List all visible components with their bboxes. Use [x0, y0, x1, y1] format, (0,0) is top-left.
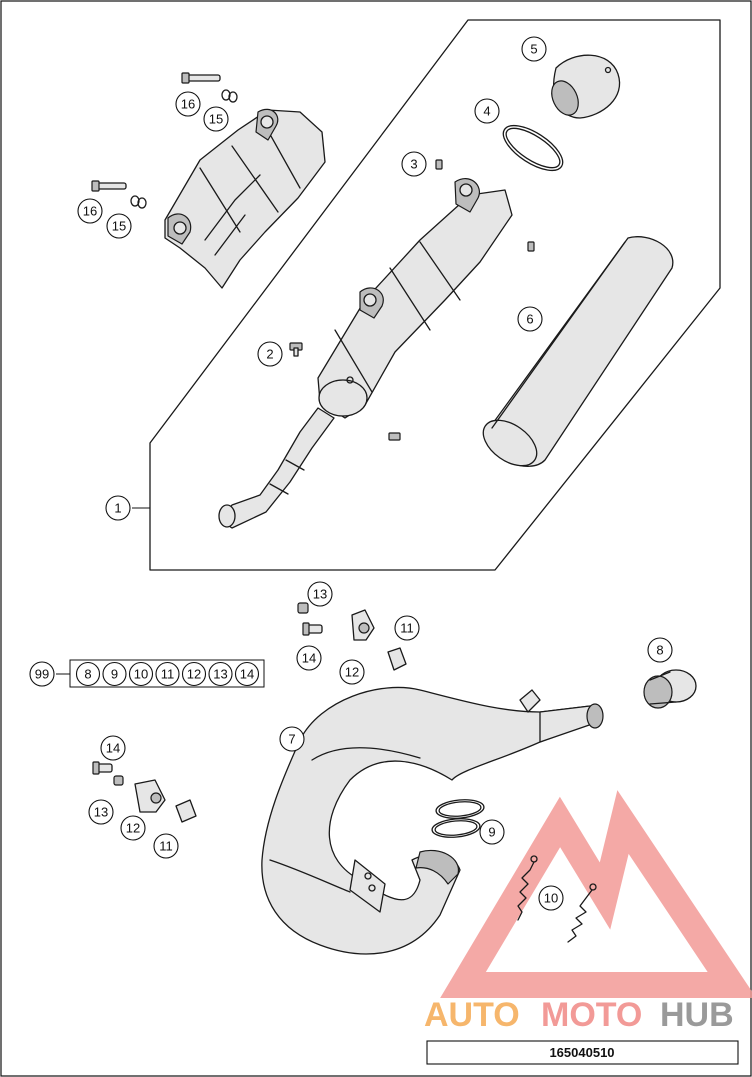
callout-number: 5 — [530, 42, 537, 57]
callout-c16a: 16 — [175, 91, 201, 117]
clip-nut-11-left — [175, 799, 197, 823]
callout-c1: 1 — [105, 495, 131, 521]
kit-99-part-number: 14 — [240, 667, 254, 682]
callout-c14b: 14 — [100, 735, 126, 761]
watermark-logo — [440, 790, 752, 998]
callout-number: 2 — [266, 347, 273, 362]
screw-2 — [289, 342, 303, 357]
callout-number: 1 — [114, 501, 121, 516]
kit-99-part-number: 9 — [111, 667, 118, 682]
callout-number: 8 — [656, 643, 663, 658]
callout-c13b: 13 — [88, 799, 114, 825]
watermark-auto: AUTO — [424, 996, 520, 1034]
watermark-hub: HUB — [660, 996, 734, 1034]
kit-99-part-callout: 13 — [208, 661, 233, 687]
diagram-code: 165040510 — [549, 1045, 614, 1060]
callout-number: 16 — [181, 97, 195, 112]
callout-c13a: 13 — [307, 581, 333, 607]
bolt-16-upper — [181, 72, 221, 84]
callout-number: 11 — [400, 621, 414, 636]
kit-99-part-number: 13 — [213, 667, 227, 682]
callout-number: 12 — [345, 665, 359, 680]
silencer-bracket-assembly-upper — [164, 108, 326, 289]
screw-2b — [388, 432, 401, 441]
callout-number: 15 — [209, 112, 223, 127]
bolt-13-left — [113, 775, 124, 786]
callout-c15b: 15 — [106, 213, 132, 239]
callout-number: 4 — [483, 104, 490, 119]
kit-99-part-callout: 8 — [75, 661, 101, 687]
callout-c5: 5 — [521, 36, 547, 62]
clip-nut-11-top — [387, 647, 407, 671]
end-cap-5 — [551, 54, 621, 119]
kit-99-part-callout: 10 — [128, 661, 154, 687]
bolt-16-lower — [91, 180, 127, 192]
silencer-tube-6 — [482, 236, 674, 467]
bolt-14-top — [302, 622, 323, 636]
callout-c11a: 11 — [394, 615, 420, 641]
callout-number: 7 — [288, 732, 295, 747]
callout-number: 12 — [126, 821, 140, 836]
callout-c15a: 15 — [203, 106, 229, 132]
callout-c12b: 12 — [120, 815, 146, 841]
callout-c12a: 12 — [339, 659, 365, 685]
callout-c8: 8 — [647, 637, 673, 663]
callout-number: 15 — [112, 219, 126, 234]
callout-c4: 4 — [474, 98, 500, 124]
rubber-mount-12-top — [351, 609, 375, 641]
callout-c9: 9 — [479, 819, 505, 845]
callout-number: 16 — [83, 204, 97, 219]
kit-99-part-number: 11 — [161, 667, 175, 682]
washer-15-upper — [221, 89, 238, 103]
silencer-body — [317, 177, 513, 419]
exhaust-pipe-7 — [261, 686, 604, 955]
washer-15-lower — [130, 195, 147, 209]
callout-number: 14 — [106, 741, 120, 756]
callout-c99: 99 — [29, 661, 55, 687]
watermark-moto: MOTO — [541, 996, 642, 1034]
callout-number: 9 — [488, 825, 495, 840]
callout-c16b: 16 — [77, 198, 103, 224]
kit-99-part-number: 8 — [84, 667, 91, 682]
kit-99-part-number: 12 — [187, 667, 201, 682]
kit-99-part-callout: 9 — [102, 661, 127, 687]
callout-number: 99 — [35, 667, 49, 682]
screw-3 — [435, 159, 535, 252]
callout-c3: 3 — [401, 151, 427, 177]
callout-c7: 7 — [279, 726, 305, 752]
silencer-group-boundary — [149, 19, 721, 571]
callout-c6: 6 — [517, 306, 543, 332]
callout-c2: 2 — [257, 341, 283, 367]
callout-c10: 10 — [538, 885, 564, 911]
kit-99-part-callout: 14 — [234, 661, 260, 687]
sleeve-8 — [643, 669, 697, 709]
o-rings-9 — [431, 799, 485, 838]
kit-99-parts-list: 8 9 10 11 12 13 14 — [75, 661, 260, 687]
callout-number: 14 — [302, 651, 316, 666]
callout-number: 6 — [526, 312, 533, 327]
callout-number: 10 — [544, 891, 558, 906]
o-ring-4 — [502, 124, 564, 172]
callout-c11b: 11 — [153, 833, 179, 859]
callout-number: 13 — [94, 805, 108, 820]
callout-number: 11 — [159, 839, 173, 854]
rubber-mount-12-left — [134, 779, 166, 813]
callout-c14a: 14 — [296, 645, 322, 671]
kit-99-part-number: 10 — [134, 667, 148, 682]
kit-99-part-callout: 11 — [155, 661, 180, 687]
bolt-14-left — [92, 761, 113, 775]
callout-number: 13 — [313, 587, 327, 602]
callout-number: 3 — [410, 157, 417, 172]
silencer-inlet-pipe — [218, 407, 335, 529]
springs-10 — [517, 855, 597, 943]
kit-99-part-callout: 12 — [181, 661, 207, 687]
watermark-text: AUTO MOTO HUB — [424, 996, 734, 1034]
diagram-code-box: 165040510 — [426, 1040, 739, 1065]
bolt-13-top — [297, 602, 309, 614]
